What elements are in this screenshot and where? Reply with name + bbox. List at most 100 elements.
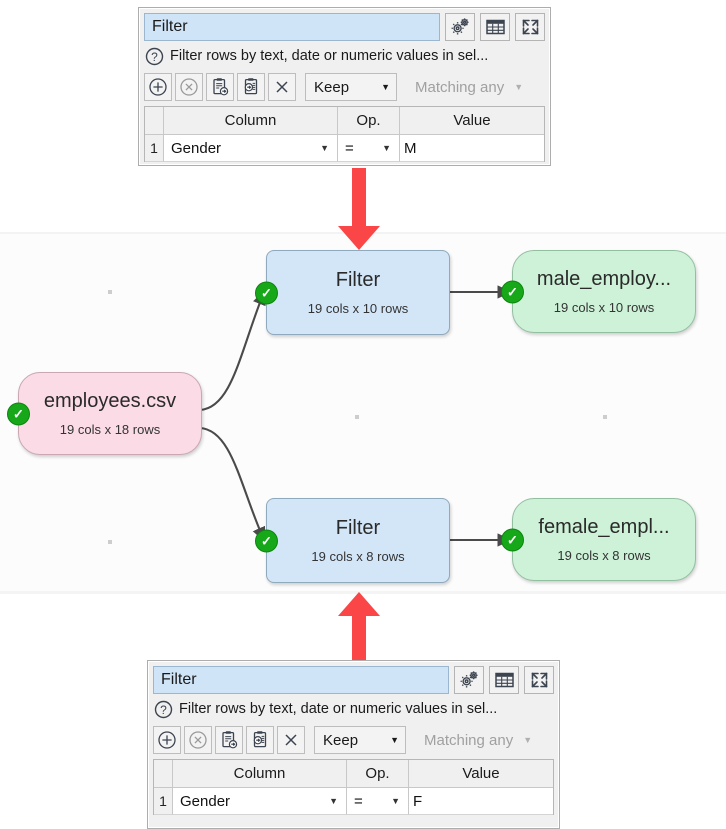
connection-edges — [199, 285, 513, 547]
node-title: Filter — [335, 269, 381, 291]
cell-op[interactable]: = ▼ — [347, 788, 409, 815]
expand-fullscreen-button[interactable] — [515, 12, 545, 41]
node-male-employees-output[interactable]: male_employ... 19 cols x 10 rows ✓ — [501, 250, 696, 333]
edge-source-to-filter1 — [199, 290, 266, 412]
filter-panel-top: Filter — [138, 7, 551, 166]
table-grid-button[interactable] — [489, 665, 519, 694]
row-number: 1 — [154, 788, 173, 815]
table-row[interactable]: 1 Gender ▼ = ▼ F — [154, 788, 553, 815]
cell-column[interactable]: Gender ▼ — [164, 135, 338, 162]
gears-settings-button[interactable] — [454, 665, 484, 694]
bottom-callout-arrow — [336, 592, 382, 664]
panel-toolbar: Keep ▼ Matching any ▼ — [144, 71, 545, 103]
cell-op-value: = — [354, 792, 363, 810]
matching-select-value: Matching any — [424, 731, 514, 749]
red-up-arrow-icon — [338, 592, 380, 664]
chevron-down-icon: ▼ — [320, 143, 329, 153]
cell-column-value: Gender — [180, 792, 231, 810]
cell-value-text: F — [413, 792, 423, 810]
delete-row-button[interactable] — [184, 726, 212, 754]
copy-to-clipboard-button[interactable] — [215, 726, 243, 754]
cell-op[interactable]: = ▼ — [338, 135, 400, 162]
cell-value-text: M — [404, 139, 417, 157]
node-filter-female[interactable]: Filter 19 cols x 8 rows ✓ — [255, 498, 450, 583]
filter-rules-table: Column Op. Value 1 Gender ▼ = ▼ — [144, 106, 545, 162]
node-subtitle: 19 cols x 10 rows — [307, 301, 409, 316]
chevron-down-icon: ▼ — [391, 796, 400, 806]
panel-title-input[interactable]: Filter — [144, 12, 440, 41]
header-op[interactable]: Op. — [338, 107, 400, 135]
filter-panel-bottom: Filter — [147, 660, 560, 829]
cell-value[interactable]: F — [409, 788, 553, 815]
status-badge-ok: ✓ — [255, 529, 278, 552]
node-subtitle: 19 cols x 18 rows — [59, 422, 161, 437]
node-title: Filter — [335, 517, 381, 539]
chevron-down-icon: ▼ — [381, 81, 390, 92]
edge-source-to-filter2 — [199, 426, 266, 542]
node-subtitle: 19 cols x 8 rows — [311, 549, 405, 564]
matching-select-value: Matching any — [415, 78, 505, 96]
expand-fullscreen-button[interactable] — [524, 665, 554, 694]
grid-dot — [108, 540, 112, 544]
cell-value[interactable]: M — [400, 135, 544, 162]
add-row-button[interactable] — [153, 726, 181, 754]
delete-circle-icon — [180, 78, 198, 96]
panel-toolbar: Keep ▼ Matching any ▼ — [153, 724, 554, 756]
add-row-button[interactable] — [144, 73, 172, 101]
header-value[interactable]: Value — [409, 760, 553, 788]
copy-to-clipboard-button[interactable] — [206, 73, 234, 101]
header-column[interactable]: Column — [173, 760, 347, 788]
row-number: 1 — [145, 135, 164, 162]
table-grid-icon — [485, 19, 505, 34]
node-employees-csv[interactable]: employees.csv 19 cols x 18 rows ✓ — [7, 372, 202, 455]
keep-select-value: Keep — [314, 78, 350, 96]
close-x-icon — [276, 81, 288, 93]
panel-description-row: ? Filter rows by text, date or numeric v… — [144, 41, 545, 71]
chevron-down-icon: ▼ — [514, 81, 524, 92]
table-header-row: Column Op. Value — [154, 760, 553, 788]
delete-row-button[interactable] — [175, 73, 203, 101]
panel-description-row: ? Filter rows by text, date or numeric v… — [153, 694, 554, 724]
expand-arrows-icon — [531, 672, 547, 687]
panel-description-text: Filter rows by text, date or numeric val… — [179, 701, 498, 717]
header-op[interactable]: Op. — [347, 760, 409, 788]
paste-from-clipboard-button[interactable] — [246, 726, 274, 754]
cell-op-value: = — [345, 139, 354, 157]
red-down-arrow-icon — [338, 168, 380, 250]
matching-select[interactable]: Matching any ▼ — [415, 726, 539, 754]
cell-column[interactable]: Gender ▼ — [173, 788, 347, 815]
close-panel-button[interactable] — [268, 73, 296, 101]
copy-clipboard-icon — [222, 731, 238, 749]
matching-select[interactable]: Matching any ▼ — [406, 73, 530, 101]
panel-title-input[interactable]: Filter — [153, 665, 449, 694]
paste-clipboard-icon — [253, 731, 267, 748]
node-title: employees.csv — [43, 390, 177, 412]
add-circle-icon — [149, 78, 167, 96]
filter-rules-table: Column Op. Value 1 Gender ▼ = ▼ — [153, 759, 554, 815]
panel-title-text: Filter — [161, 670, 197, 688]
question-mark-icon[interactable]: ? — [145, 47, 164, 66]
gears-settings-button[interactable] — [445, 12, 475, 41]
svg-text:?: ? — [160, 703, 167, 717]
node-title: female_empl... — [538, 516, 670, 538]
workflow-canvas[interactable]: employees.csv 19 cols x 18 rows ✓ Filter… — [0, 232, 726, 594]
keep-discard-select[interactable]: Keep ▼ — [314, 726, 406, 754]
status-badge-ok: ✓ — [501, 280, 524, 303]
close-panel-button[interactable] — [277, 726, 305, 754]
question-mark-icon[interactable]: ? — [154, 700, 173, 719]
node-title: male_employ... — [536, 268, 672, 290]
node-female-employees-output[interactable]: female_empl... 19 cols x 8 rows ✓ — [501, 498, 696, 581]
keep-discard-select[interactable]: Keep ▼ — [305, 73, 397, 101]
paste-from-clipboard-button[interactable] — [237, 73, 265, 101]
table-grid-button[interactable] — [480, 12, 510, 41]
header-rownum — [145, 107, 164, 135]
copy-clipboard-icon — [213, 78, 229, 96]
node-filter-male[interactable]: Filter 19 cols x 10 rows ✓ — [255, 250, 450, 335]
keep-select-value: Keep — [323, 731, 359, 749]
svg-text:?: ? — [151, 50, 158, 64]
status-badge-ok: ✓ — [7, 402, 30, 425]
table-row[interactable]: 1 Gender ▼ = ▼ M — [145, 135, 544, 162]
header-value[interactable]: Value — [400, 107, 544, 135]
panel-title-text: Filter — [152, 17, 188, 35]
header-column[interactable]: Column — [164, 107, 338, 135]
